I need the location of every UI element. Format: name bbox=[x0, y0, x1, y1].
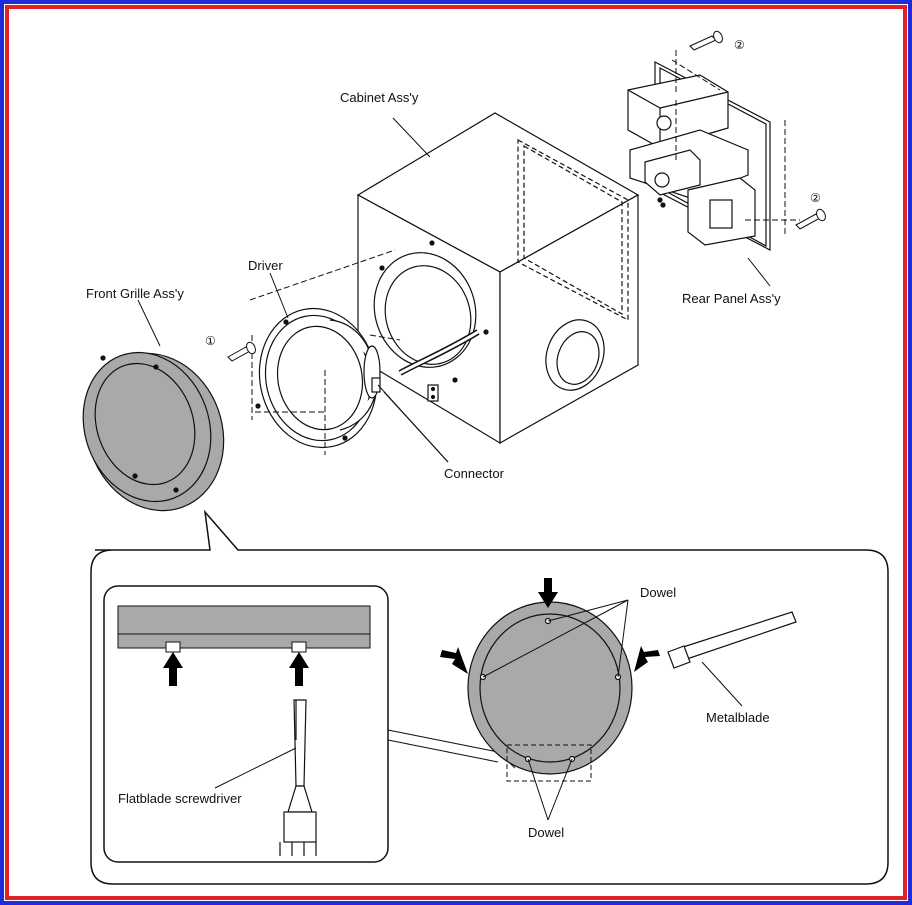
grille-front-view bbox=[467, 601, 633, 775]
rear-panel-guides bbox=[671, 50, 800, 235]
grille-edge-section bbox=[117, 605, 371, 649]
arrow-down-top bbox=[538, 578, 558, 608]
flatblade-screwdriver bbox=[279, 699, 317, 856]
dowel-leader-lines bbox=[482, 599, 629, 821]
front-grille bbox=[82, 351, 225, 512]
dowel-highlight-box bbox=[506, 744, 592, 782]
screw-1-number: ① bbox=[205, 334, 216, 348]
label-flatblade: Flatblade screwdriver bbox=[118, 791, 242, 806]
dowel-slot-right bbox=[291, 641, 307, 653]
screwdriver-detail-box bbox=[103, 585, 389, 863]
arrow-up-right bbox=[289, 652, 309, 686]
label-front-grille: Front Grille Ass'y bbox=[86, 286, 184, 301]
rear-panel-assembly bbox=[627, 61, 771, 251]
dowel-slot-left bbox=[165, 641, 181, 653]
label-dowel-bottom: Dowel bbox=[528, 825, 564, 840]
cabinet-assembly bbox=[356, 112, 663, 445]
arrow-up-left bbox=[163, 652, 183, 686]
driver bbox=[255, 307, 381, 449]
arrow-right-left bbox=[440, 647, 468, 674]
screw-2-top bbox=[689, 30, 723, 51]
screw-2-side bbox=[795, 208, 826, 230]
label-rear-panel: Rear Panel Ass'y bbox=[682, 291, 781, 306]
screw-2-side-number: ② bbox=[810, 191, 821, 205]
metalblade-tool bbox=[667, 611, 797, 669]
screw-2-top-number: ② bbox=[734, 38, 745, 52]
label-driver: Driver bbox=[248, 258, 283, 273]
label-dowel-top: Dowel bbox=[640, 585, 676, 600]
label-cabinet: Cabinet Ass'y bbox=[340, 90, 419, 105]
inner-border bbox=[5, 5, 907, 900]
label-connector: Connector bbox=[444, 466, 505, 481]
arrow-left-right bbox=[634, 646, 660, 672]
screw-1 bbox=[227, 341, 256, 362]
label-metalblade: Metalblade bbox=[706, 710, 770, 725]
